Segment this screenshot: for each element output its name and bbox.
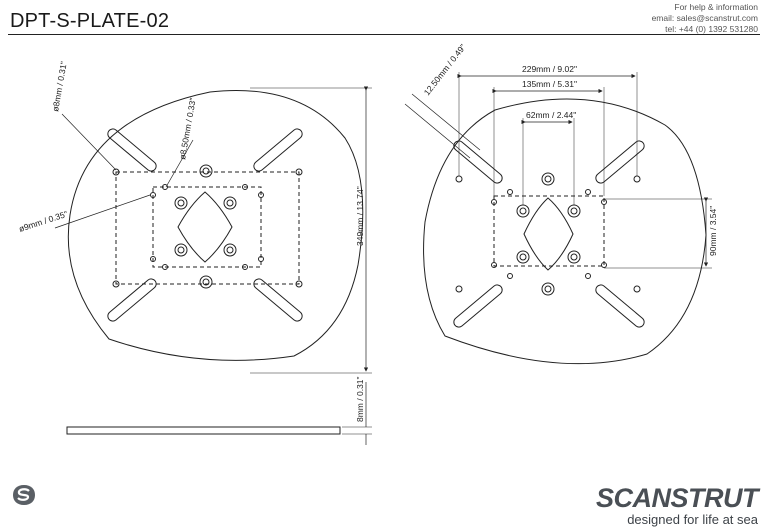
left-plate-view xyxy=(54,86,372,374)
right-dimension-labels: 12.50mm / 0.49" 229mm / 9.02" 135mm / 5.… xyxy=(422,42,718,256)
left-slots xyxy=(107,128,303,322)
brand-tagline: designed for life at sea xyxy=(627,512,758,527)
right-center-cutout xyxy=(523,197,574,271)
right-slots xyxy=(453,140,645,328)
dim-width-62: 62mm / 2.44" xyxy=(526,110,576,120)
drawing-title: DPT-S-PLATE-02 xyxy=(10,10,170,32)
brand-block: SCANSTRUT designed for life at sea xyxy=(596,483,759,527)
dim-width-135: 135mm / 5.31" xyxy=(522,79,577,89)
dim-height-349: 349mm / 13.74" xyxy=(355,186,365,246)
right-plate-view xyxy=(404,72,712,365)
help-contact-info: For help & information email: sales@scan… xyxy=(652,2,758,35)
dim-height-90: 90mm / 3.54" xyxy=(708,206,718,256)
help-phone[interactable]: tel: +44 (0) 1392 531280 xyxy=(665,24,758,34)
dim-hole-9mm: ø9mm / 0.35" xyxy=(18,209,69,234)
right-plate-outline xyxy=(423,98,707,365)
dim-width-229: 229mm / 9.02" xyxy=(522,64,577,74)
dim-thickness-8: 8mm / 0.31" xyxy=(355,376,365,422)
side-view xyxy=(66,382,372,445)
help-line-1: For help & information xyxy=(674,2,758,12)
left-holes xyxy=(112,164,303,289)
dim-hole-8mm: ø8mm / 0.31" xyxy=(50,61,69,113)
help-email[interactable]: email: sales@scanstrut.com xyxy=(651,13,758,23)
dim-hole-8-5mm: ø8.50mm / 0.33" xyxy=(177,97,198,160)
title-rule xyxy=(8,34,760,35)
left-center-cutout xyxy=(177,191,233,263)
scanstrut-s-logo-icon xyxy=(12,484,36,511)
side-plate-profile xyxy=(66,426,341,435)
right-holes xyxy=(455,172,641,296)
brand-name: SCANSTRUT xyxy=(596,483,759,513)
dim-slot-12-5: 12.50mm / 0.49" xyxy=(422,42,468,97)
left-plate-outline xyxy=(67,89,364,361)
